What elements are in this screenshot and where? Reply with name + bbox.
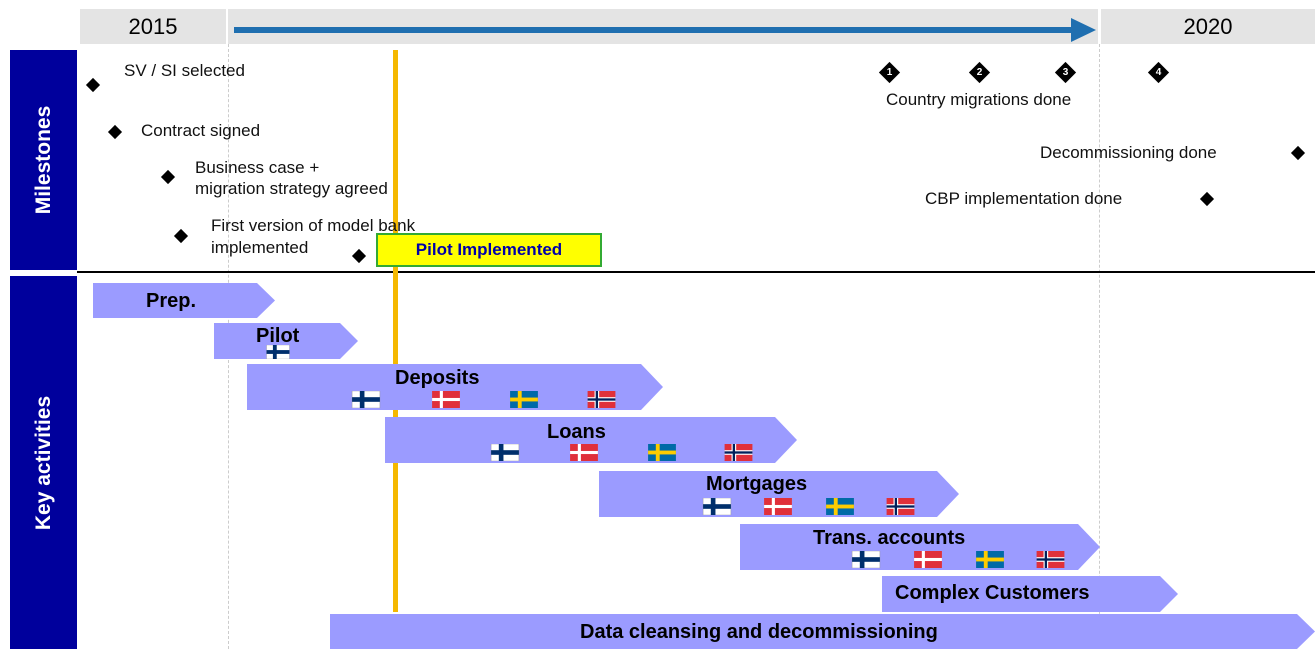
milestone-contract-signed: Contract signed <box>141 121 261 140</box>
country-migration-2-icon: 2 <box>968 61 991 84</box>
norway-flag-icon <box>718 444 758 462</box>
milestone-model-bank-line2: implemented <box>211 238 309 257</box>
milestone-diamond <box>173 228 189 244</box>
norway-flag-icon <box>1030 551 1070 569</box>
start-year-box: 2015 <box>80 9 226 44</box>
today-line <box>393 50 398 612</box>
activities-sidebar: Key activities <box>10 276 77 649</box>
norway-flag-icon <box>880 498 920 516</box>
start-year-label: 2015 <box>128 14 178 39</box>
finland-flag-icon <box>697 498 737 516</box>
finland-flag-icon <box>485 444 525 462</box>
milestone-diamond <box>1290 145 1306 161</box>
activities-section-label: Key activities <box>31 395 55 530</box>
sweden-flag-icon <box>504 391 544 409</box>
country-migration-1-icon: 1 <box>878 61 901 84</box>
denmark-flag-icon <box>562 444 602 462</box>
milestone-model-bank-line1: First version of model bank <box>211 216 416 235</box>
milestone-sv-si-selected: SV / SI selected <box>124 61 245 80</box>
end-year-box: 2020 <box>1101 9 1315 44</box>
milestone-cbp-implementation-done: CBP implementation done <box>925 189 1123 208</box>
activity-loans-label: Loans <box>547 421 606 443</box>
sweden-flag-icon <box>820 498 860 516</box>
sweden-flag-icon <box>642 444 682 462</box>
milestone-country-migrations-done: Country migrations done <box>886 90 1072 109</box>
activity-pilot-label: Pilot <box>256 325 300 347</box>
milestone-business-case-line1: Business case + <box>195 158 320 177</box>
activity-data-cleansing-label: Data cleansing and decommissioning <box>580 621 938 643</box>
denmark-flag-icon <box>424 391 464 409</box>
milestone-diamond <box>107 124 123 140</box>
milestone-diamond <box>160 169 176 185</box>
sweden-flag-icon <box>970 551 1010 569</box>
finland-flag-icon <box>346 391 386 409</box>
activity-trans-accounts-label: Trans. accounts <box>813 527 966 549</box>
activity-deposits-label: Deposits <box>395 367 480 389</box>
activity-mortgages-label: Mortgages <box>706 473 808 495</box>
timeline-arrow <box>234 18 1096 42</box>
denmark-flag-icon <box>756 498 796 516</box>
country-migration-4-icon: 4 <box>1147 61 1170 84</box>
milestone-diamond <box>1199 191 1215 207</box>
pilot-implemented-box: Pilot Implemented <box>376 233 602 267</box>
section-divider <box>77 271 1315 273</box>
norway-flag-icon <box>581 391 621 409</box>
denmark-flag-icon <box>906 551 946 569</box>
finland-flag-icon <box>258 345 298 363</box>
country-migration-3-icon: 3 <box>1054 61 1077 84</box>
end-year-label: 2020 <box>1183 14 1233 39</box>
activity-prep-label: Prep. <box>146 290 197 312</box>
activity-prep-arrow <box>93 283 275 318</box>
activity-complex-customers-arrow <box>882 576 1178 612</box>
finland-flag-icon <box>846 551 886 569</box>
activity-complex-customers-label: Complex Customers <box>895 582 1090 604</box>
gridline-2020 <box>1099 44 1100 649</box>
milestone-business-case-line2: migration strategy agreed <box>195 179 388 198</box>
activity-data-cleansing-arrow <box>330 614 1315 649</box>
milestone-diamond <box>351 248 367 264</box>
pilot-implemented-label: Pilot Implemented <box>415 240 563 259</box>
milestone-decommissioning-done: Decommissioning done <box>1040 143 1217 162</box>
milestones-section-label: Milestones <box>31 105 55 215</box>
milestone-diamond <box>85 77 101 93</box>
timeline-bar <box>228 9 1098 44</box>
milestones-sidebar: Milestones <box>10 50 77 270</box>
